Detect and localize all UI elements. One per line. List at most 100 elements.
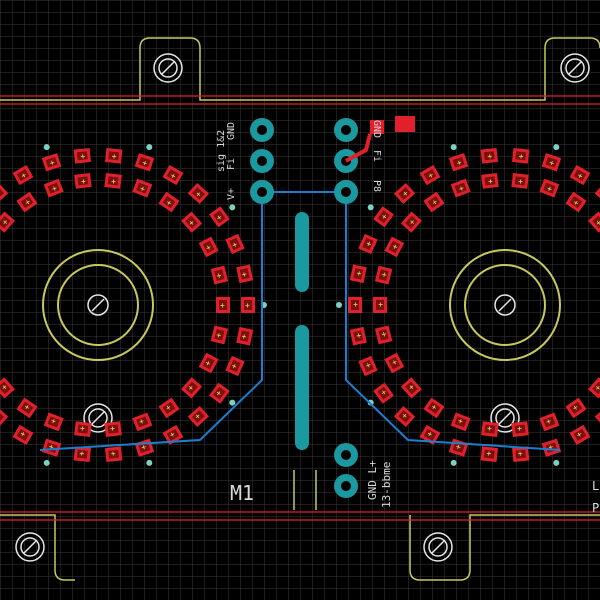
svg-text:+: + <box>453 443 463 451</box>
led-pad: + <box>0 182 9 205</box>
led-pad: + <box>423 191 445 213</box>
encoder-footprint-right <box>449 249 561 361</box>
pad-gnd-right <box>334 118 358 142</box>
svg-text:+: + <box>49 184 59 192</box>
led-pad: + <box>43 178 64 198</box>
svg-text:+: + <box>390 357 399 367</box>
svg-text:+: + <box>215 212 224 222</box>
svg-text:+: + <box>139 444 149 452</box>
svg-text:+: + <box>163 403 173 412</box>
label-fi-left: Fi <box>226 158 237 170</box>
svg-text:+: + <box>485 426 495 432</box>
svg-text:+: + <box>167 430 177 439</box>
led-pad: + <box>374 325 393 345</box>
led-pad: + <box>181 211 203 233</box>
svg-text:+: + <box>109 153 118 159</box>
svg-text:+: + <box>79 178 89 184</box>
header-left[interactable] <box>250 118 274 204</box>
led-pad: + <box>105 148 123 164</box>
via <box>336 302 342 308</box>
via <box>229 204 236 211</box>
mount-hole-bottom-left <box>15 532 45 562</box>
mount-hole-inner-right <box>490 403 520 433</box>
svg-text:+: + <box>593 383 600 393</box>
svg-text:+: + <box>0 217 10 227</box>
svg-text:+: + <box>544 418 554 426</box>
via <box>43 459 50 466</box>
via <box>450 144 457 151</box>
led-pad: + <box>73 148 91 164</box>
svg-text:+: + <box>380 212 389 222</box>
svg-text:+: + <box>546 444 556 452</box>
svg-text:+: + <box>78 153 87 159</box>
svg-text:+: + <box>574 430 584 439</box>
svg-text:+: + <box>547 159 557 167</box>
led-pad: + <box>158 397 180 419</box>
led-pad: + <box>16 191 38 213</box>
svg-text:+: + <box>187 218 197 228</box>
led-pad: + <box>481 172 499 189</box>
led-pad: + <box>480 446 498 462</box>
svg-text:+: + <box>407 382 417 392</box>
svg-text:+: + <box>355 331 362 341</box>
svg-text:+: + <box>215 330 222 340</box>
led-pad: + <box>187 405 210 428</box>
rail-traces <box>0 95 600 521</box>
via <box>146 459 153 466</box>
led-pad: + <box>198 236 219 258</box>
header-bottom[interactable] <box>334 443 358 498</box>
svg-text:+: + <box>137 185 147 193</box>
svg-text:+: + <box>230 361 238 371</box>
led-pad: + <box>105 446 123 462</box>
red-connector <box>345 116 415 163</box>
led-pad: + <box>569 165 591 186</box>
pad-gnd-left <box>250 118 274 142</box>
led-pad: + <box>419 165 441 186</box>
pad-bottom-2 <box>334 474 358 498</box>
led-pad: + <box>73 446 91 462</box>
led-pad: + <box>0 211 15 233</box>
mount-hole-top-left <box>153 53 183 83</box>
encoder-footprint-left <box>42 249 154 361</box>
led-pad: + <box>481 421 499 438</box>
label-bottom-sub: 13-bbme <box>380 462 393 508</box>
led-ring-right[interactable]: ++++++++++++++++++++++++++++++++++++++++… <box>336 144 600 466</box>
led-pad: + <box>16 397 38 419</box>
led-pad: + <box>162 165 184 186</box>
svg-text:+: + <box>0 382 9 392</box>
svg-text:+: + <box>19 171 29 180</box>
svg-text:+: + <box>455 417 465 425</box>
led-pad: + <box>450 178 471 198</box>
svg-text:+: + <box>23 198 33 207</box>
led-pad: + <box>588 377 600 399</box>
led-pad: + <box>41 153 62 172</box>
led-pad: + <box>43 412 64 432</box>
led-pad: + <box>373 382 394 404</box>
label-small-right: P8 <box>371 180 382 192</box>
svg-text:+: + <box>204 358 213 368</box>
svg-text:+: + <box>22 403 32 412</box>
svg-text:+: + <box>241 332 248 342</box>
svg-text:+: + <box>0 411 3 421</box>
led-pad: + <box>134 153 155 172</box>
svg-text:+: + <box>353 300 358 309</box>
led-pad: + <box>74 421 92 438</box>
led-ring-left[interactable]: ++++++++++++++++++++++++++++++++++++++++… <box>0 144 267 466</box>
mounting-holes <box>15 53 590 562</box>
svg-text:+: + <box>594 218 600 228</box>
svg-text:+: + <box>46 443 56 451</box>
svg-text:+: + <box>454 159 464 167</box>
svg-text:+: + <box>365 239 373 249</box>
led-pad: + <box>450 412 471 432</box>
led-pad: + <box>565 191 587 213</box>
led-pad: + <box>384 352 405 374</box>
svg-text:+: + <box>204 242 213 252</box>
led-pad: + <box>74 172 92 189</box>
led-pad: + <box>358 233 378 255</box>
led-pad: + <box>162 424 184 445</box>
svg-text:+: + <box>381 270 388 280</box>
signal-traces <box>39 191 561 451</box>
svg-text:+: + <box>193 412 203 422</box>
svg-text:+: + <box>485 153 494 159</box>
